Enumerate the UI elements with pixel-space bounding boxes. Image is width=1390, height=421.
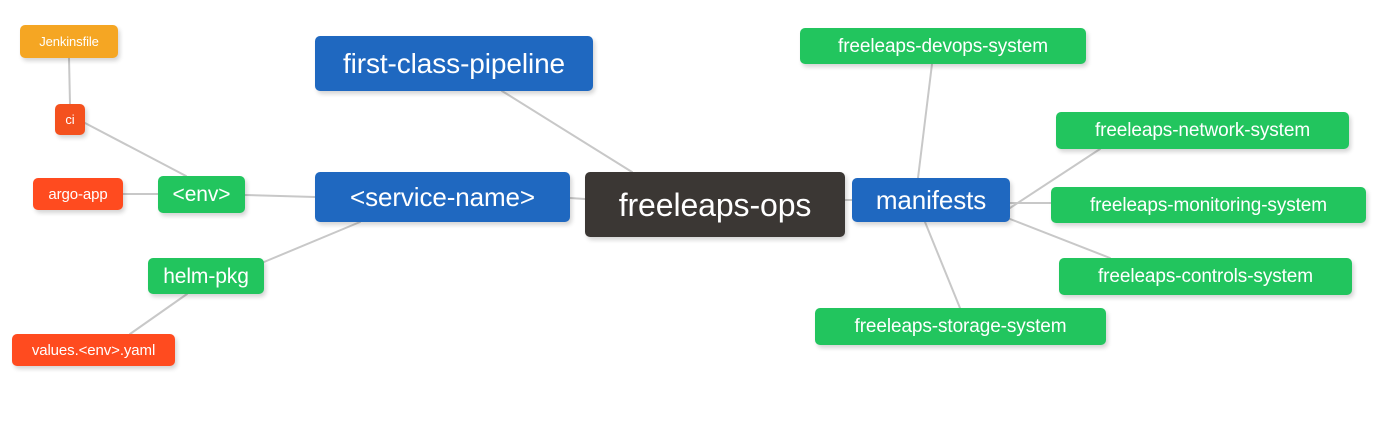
node-freeleaps-ops[interactable]: freeleaps-ops: [585, 172, 845, 237]
node-freeleaps-controls-system[interactable]: freeleaps-controls-system: [1059, 258, 1352, 295]
node-label-freeleaps-network-system: freeleaps-network-system: [1094, 120, 1311, 141]
edge-service-name-to-freeleaps-ops: [569, 197, 586, 200]
node-label-manifests: manifests: [875, 185, 987, 215]
node-argo-app[interactable]: argo-app: [33, 178, 123, 210]
edge-helm-pkg-to-service-name: [263, 221, 361, 263]
node-first-class-pipeline[interactable]: first-class-pipeline: [315, 36, 593, 91]
node-label-first-class-pipeline: first-class-pipeline: [342, 47, 566, 79]
node-label-freeleaps-storage-system: freeleaps-storage-system: [854, 316, 1067, 337]
node-helm-pkg[interactable]: helm-pkg: [148, 258, 264, 294]
edge-manifests-to-freeleaps-controls-system: [1009, 218, 1111, 259]
node-ci[interactable]: ci: [55, 104, 85, 135]
node-label-env: <env>: [172, 183, 231, 206]
node-label-argo-app: argo-app: [48, 185, 108, 203]
edge-ci-to-env: [84, 122, 187, 177]
node-label-ci: ci: [65, 112, 75, 127]
edge-manifests-to-freeleaps-devops-system: [917, 63, 933, 179]
node-label-helm-pkg: helm-pkg: [163, 264, 249, 288]
node-label-freeleaps-monitoring-system: freeleaps-monitoring-system: [1090, 194, 1327, 216]
node-manifests[interactable]: manifests: [852, 178, 1010, 222]
node-label-values-yaml: values.<env>.yaml: [31, 341, 156, 359]
node-values-yaml[interactable]: values.<env>.yaml: [12, 334, 175, 366]
edge-first-class-pipeline-to-freeleaps-ops: [501, 90, 633, 173]
node-env[interactable]: <env>: [158, 176, 245, 213]
edge-manifests-to-freeleaps-storage-system: [924, 221, 961, 309]
node-label-freeleaps-devops-system: freeleaps-devops-system: [838, 35, 1048, 57]
node-freeleaps-network-system[interactable]: freeleaps-network-system: [1056, 112, 1349, 149]
node-label-jenkinsfile: Jenkinsfile: [39, 34, 99, 49]
edge-jenkinsfile-to-ci: [68, 57, 71, 105]
edge-values-yaml-to-helm-pkg: [129, 293, 188, 335]
edge-env-to-service-name: [244, 194, 316, 198]
node-service-name[interactable]: <service-name>: [315, 172, 570, 222]
node-freeleaps-monitoring-system[interactable]: freeleaps-monitoring-system: [1051, 187, 1366, 223]
node-jenkinsfile[interactable]: Jenkinsfile: [20, 25, 118, 58]
node-label-freeleaps-controls-system: freeleaps-controls-system: [1097, 266, 1314, 287]
node-freeleaps-devops-system[interactable]: freeleaps-devops-system: [800, 28, 1086, 64]
node-label-service-name: <service-name>: [349, 182, 536, 212]
node-label-freeleaps-ops: freeleaps-ops: [618, 186, 812, 223]
node-freeleaps-storage-system[interactable]: freeleaps-storage-system: [815, 308, 1106, 345]
